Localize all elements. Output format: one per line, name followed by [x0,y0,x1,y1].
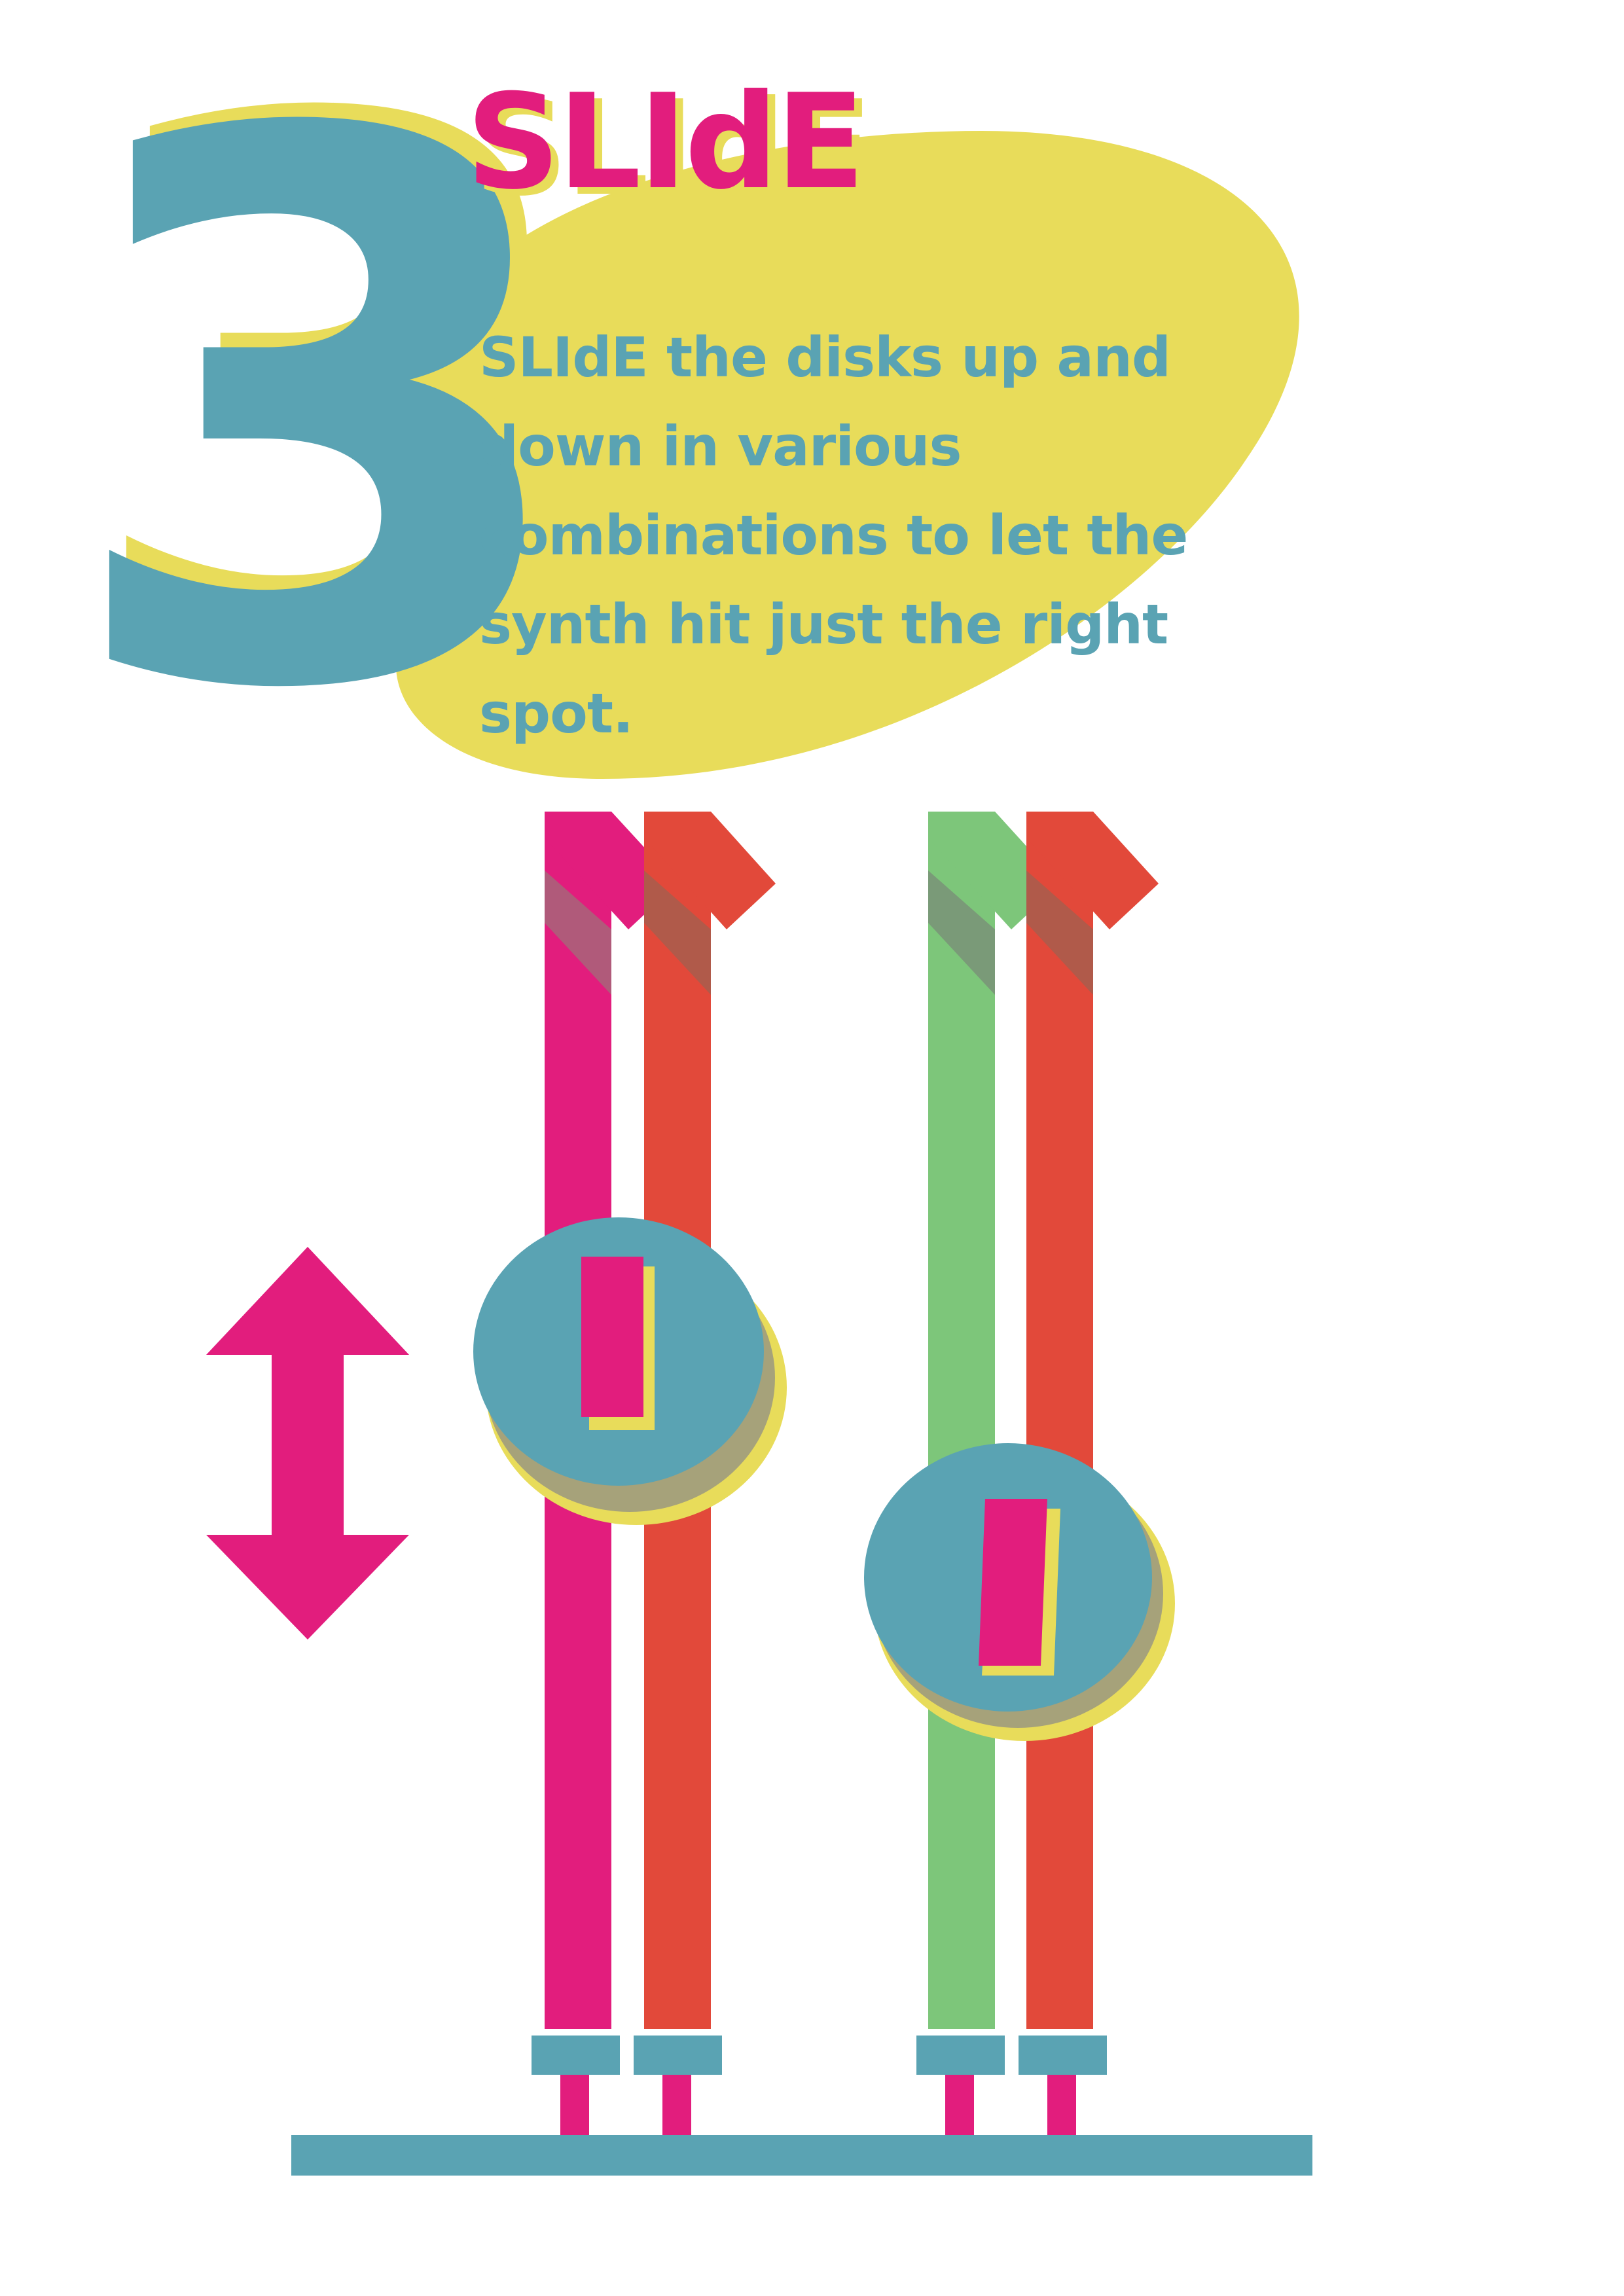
step-title: SLIdE [466,66,865,219]
speech-bubble-shape [395,131,1299,779]
rail-3-bar [928,812,995,2029]
rail-4-top-shadow [1026,870,1093,995]
rail-1-leg [560,2075,589,2137]
rail-1-foot [532,2036,620,2075]
disk-2-mark [979,1499,1047,1666]
base-bar [291,2135,1312,2176]
rail-2-leg [662,2075,691,2137]
slider-disk-2 [864,1443,1175,1741]
rail-2-top-shadow [644,870,711,995]
rail-2-top-cap [644,812,776,929]
step-number: 3 [59,0,583,853]
up-down-arrow-icon [206,1247,409,1640]
rail-3-foot [916,2036,1005,2075]
slider-rail-4 [1019,812,1159,2137]
slider-rail-3 [916,812,1060,2137]
rail-4-foot [1019,2036,1107,2075]
rail-4-top-cap [1026,812,1159,929]
rail-2-foot [634,2036,722,2075]
rail-4-leg [1047,2075,1076,2137]
rail-3-top-shadow [928,870,995,995]
step-description: SLIdE the disks up and down in various c… [479,325,1188,745]
rail-3-leg [945,2075,974,2137]
disk-1-mark [581,1257,643,1417]
slider-disk-1 [473,1217,787,1525]
rail-1-top-shadow [545,870,611,995]
rail-4-bar [1026,812,1093,2029]
